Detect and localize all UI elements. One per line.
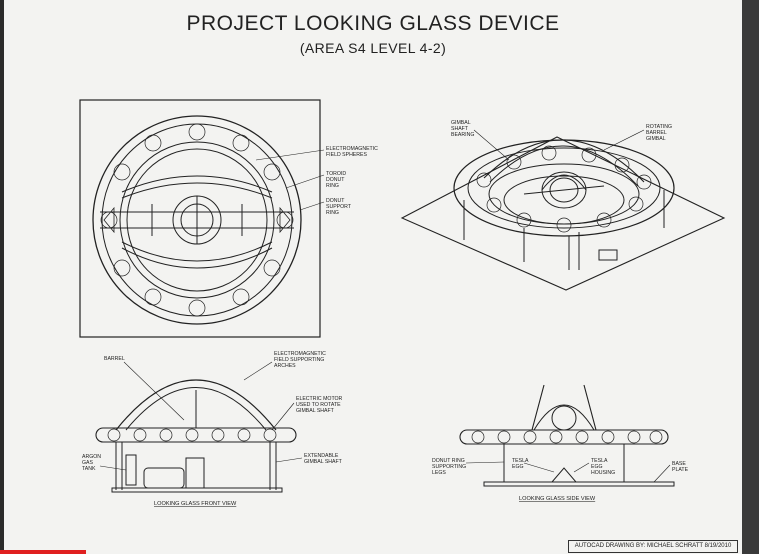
label-support-3: RING [326,210,339,216]
label-rotating-1: ROTATING [646,124,672,130]
label-spheres-2: FIELD SPHERES [326,152,367,158]
credit-box: AUTOCAD DRAWING BY: MICHAEL SCHRATT 8/19… [568,540,738,553]
video-progress-bar[interactable] [0,550,86,554]
label-legs-1: DONUT RING [432,458,465,464]
label-housing-2: EGG [591,464,603,470]
side-view-caption: LOOKING GLASS SIDE VIEW [519,496,596,502]
technical-drawing: ELECTROMAGNETIC FIELD SPHERES TOROID DON… [79,99,726,507]
label-support-2: SUPPORT [326,204,352,210]
label-toroid-1: TOROID [326,171,346,177]
label-argon-3: TANK [82,466,96,472]
label-toroid-2: DONUT [326,177,345,183]
label-arches-3: ARCHES [274,363,296,369]
label-barrel: BARREL [104,356,125,362]
top-view [79,99,325,338]
label-gimbal-2: SHAFT [451,126,469,132]
label-motor-1: ELECTRIC MOTOR [296,396,343,402]
label-arches-2: FIELD SUPPORTING [274,357,324,363]
label-argon-2: GAS [82,460,93,466]
label-egg-2: EGG [512,464,524,470]
label-toroid-3: RING [326,183,339,189]
label-arches-1: ELECTROMAGNETIC [274,351,326,357]
drawing-subtitle: (AREA S4 LEVEL 4-2) [299,40,447,56]
label-plate-2: PLATE [672,467,689,473]
label-housing-3: HOUSING [591,470,615,476]
isometric-view [400,129,726,291]
label-argon-1: ARGON [82,454,101,460]
label-motor-3: GIMBAL SHAFT [296,408,335,414]
drawing-title: PROJECT LOOKING GLASS DEVICE [186,12,560,35]
label-gimbal-3: BEARING [451,132,474,138]
drawing-sheet: PROJECT LOOKING GLASS DEVICE (AREA S4 LE… [4,0,742,554]
label-housing-1: TESLA [591,458,608,464]
label-egg-1: TESLA [512,458,529,464]
side-view [459,384,675,487]
label-gimbal-1: GIMBAL [451,120,471,126]
label-shaft-1: EXTENDABLE [304,453,339,459]
label-shaft-2: GIMBAL SHAFT [304,459,343,465]
label-motor-2: USED TO ROTATE [296,402,341,408]
video-frame-edge [742,0,759,554]
front-view [95,361,303,493]
label-plate-1: BASE [672,461,686,467]
label-spheres-1: ELECTROMAGNETIC [326,146,378,152]
label-rotating-2: BARREL [646,130,667,136]
label-legs-2: SUPPORTING [432,464,466,470]
label-rotating-3: GIMBAL [646,136,666,142]
front-view-caption: LOOKING GLASS FRONT VIEW [154,501,237,507]
label-support-1: DONUT [326,198,345,204]
label-legs-3: LEGS [432,470,446,476]
